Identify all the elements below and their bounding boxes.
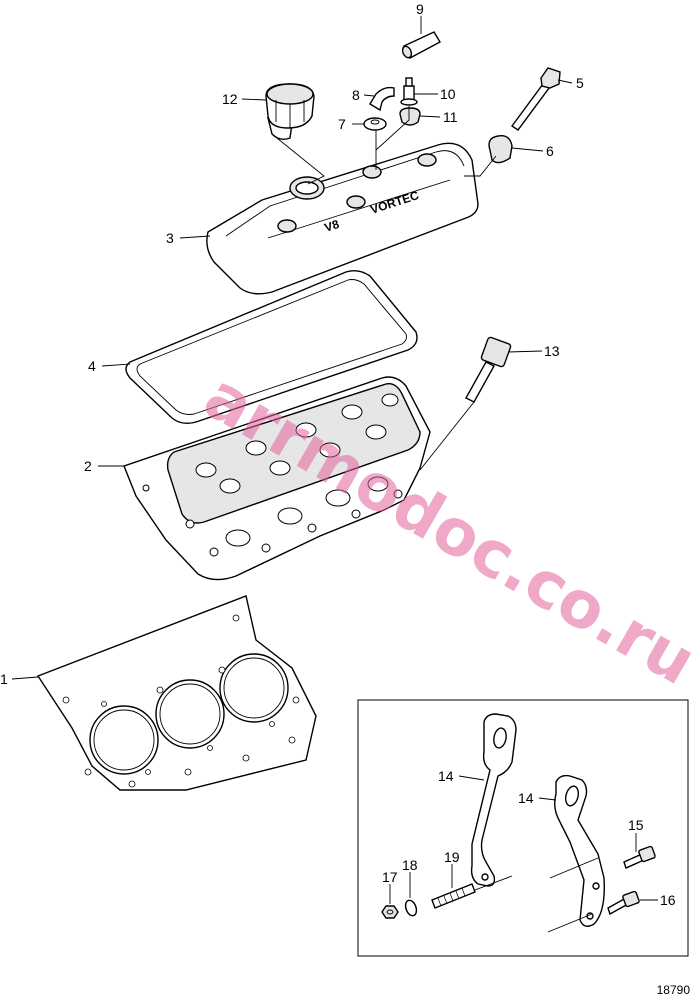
inset-frame — [357, 699, 689, 957]
nut-17 — [381, 905, 399, 919]
callout-13: 13 — [544, 343, 560, 359]
stud-19 — [431, 883, 476, 909]
gasket-holes — [62, 614, 300, 788]
cover-model-text: V8 — [323, 217, 342, 235]
callout-16: 16 — [660, 892, 676, 908]
bolt-grommet — [488, 135, 513, 164]
head-gasket — [36, 595, 317, 791]
callout-14-left: 14 — [438, 768, 454, 784]
grommet-7 — [363, 117, 387, 131]
bracket-inset — [357, 699, 689, 957]
callout-10: 10 — [440, 86, 456, 102]
figure-number: 18790 — [657, 983, 691, 997]
callout-15: 15 — [628, 817, 644, 833]
grommet-11 — [399, 107, 421, 126]
bracket-bolt-16 — [607, 890, 640, 916]
callout-4: 4 — [88, 358, 96, 374]
callout-11: 11 — [443, 109, 458, 125]
pcv-valve — [400, 77, 418, 106]
valve-cover-bolt — [511, 67, 561, 131]
callout-6: 6 — [546, 143, 554, 159]
callout-17: 17 — [382, 869, 398, 885]
bracket-right — [553, 774, 605, 927]
cylinder-head — [123, 376, 431, 581]
head-bolt — [465, 336, 512, 403]
head-port-details — [142, 393, 403, 557]
callout-7: 7 — [338, 116, 346, 132]
callout-12: 12 — [222, 91, 238, 107]
callout-18: 18 — [402, 857, 418, 873]
bracket-bolt-15 — [623, 845, 656, 869]
valve-cover-gasket — [125, 269, 418, 425]
callout-2: 2 — [84, 458, 92, 474]
callout-3: 3 — [166, 230, 174, 246]
callout-19: 19 — [444, 849, 460, 865]
valve-cover: V8 VORTEC — [206, 142, 479, 295]
bracket-left — [470, 713, 517, 887]
pcv-hose — [401, 31, 441, 59]
leader-lines — [11, 16, 658, 933]
callout-labels: 1 2 3 4 5 6 7 8 9 10 11 12 13 14 14 15 1… — [0, 1, 676, 908]
callout-5: 5 — [576, 75, 584, 91]
washer-18 — [404, 899, 418, 917]
elbow-fitting — [369, 86, 395, 112]
callout-1: 1 — [0, 671, 8, 687]
callout-9: 9 — [416, 1, 424, 17]
oil-filler-cap — [265, 83, 315, 141]
callout-8: 8 — [352, 87, 360, 103]
callout-14-right: 14 — [518, 790, 534, 806]
